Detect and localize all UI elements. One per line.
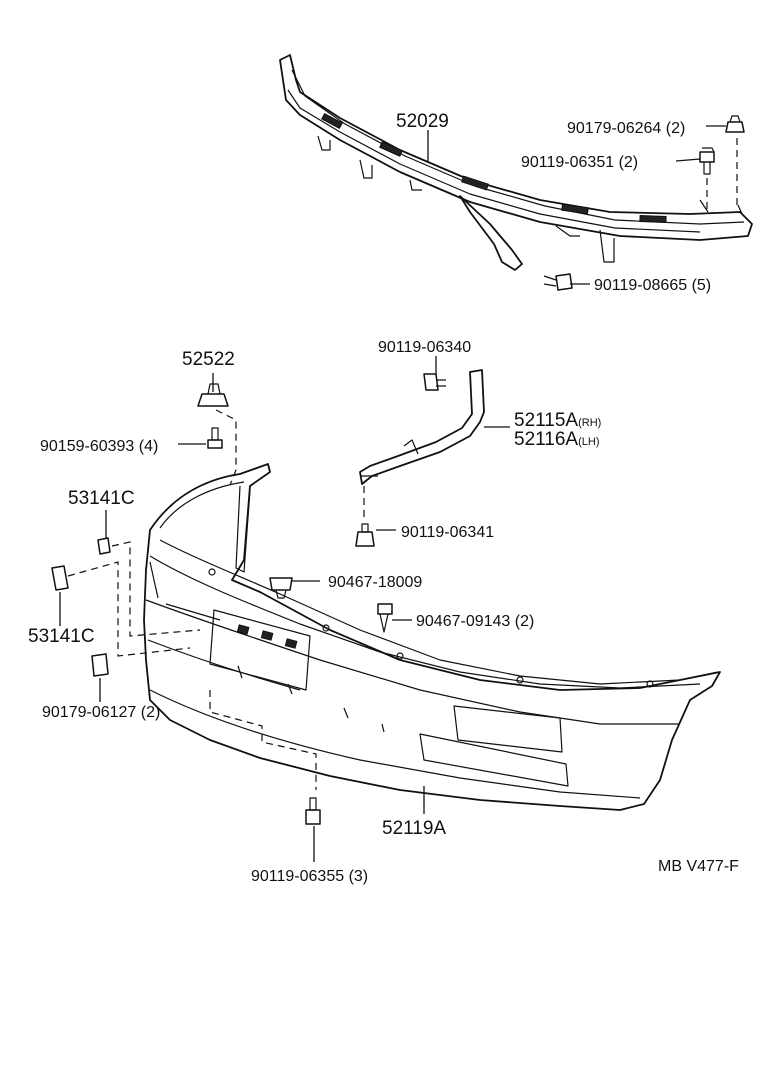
label-bolt-bottom: 90119-06355 (3) [251, 868, 368, 885]
leader-lines [59, 125, 726, 862]
cover-upper-icon[interactable] [97, 537, 111, 555]
nut-top-icon[interactable] [725, 115, 745, 133]
bolt-bracket-icon[interactable] [423, 373, 446, 391]
nut-left-icon[interactable] [91, 653, 109, 677]
label-bumper-cover: 52119A [382, 818, 446, 839]
bumper-reinforcement[interactable] [279, 54, 753, 271]
bolt-beam-icon[interactable] [543, 273, 573, 291]
label-nut-left: 90179-06127 (2) [42, 704, 160, 721]
beam-slots [321, 112, 667, 223]
clip-2-icon[interactable] [377, 603, 393, 633]
label-bolt-top-1: 90119-06351 (2) [521, 154, 638, 171]
label-cover-lower: 53141C [28, 626, 95, 647]
bolt-top-icon[interactable] [699, 147, 715, 175]
bolt-bottom-icon[interactable] [305, 797, 321, 825]
label-bolt-left: 90159-60393 (4) [40, 438, 158, 455]
label-bolt-mid: 90119-06341 [401, 524, 494, 541]
label-bracket-rh: 52115A(RH) [514, 410, 601, 431]
label-bracket-lh: 52116A(LH) [514, 429, 600, 450]
reference-code: MB V477-F [658, 858, 739, 875]
bolt-mid-icon[interactable] [355, 523, 375, 547]
label-bolt-bracket: 90119-06340 [378, 339, 471, 356]
label-clip-1: 90467-18009 [328, 574, 422, 591]
label-nut-top: 90179-06264 (2) [567, 120, 685, 137]
bumper-bracket[interactable] [359, 369, 485, 485]
label-reinforcement: 52029 [396, 111, 449, 132]
clip-1-icon[interactable] [269, 577, 293, 599]
label-bolt-top-2: 90119-08665 (5) [594, 277, 711, 294]
support-nut-icon[interactable] [197, 383, 229, 407]
cover-lower-icon[interactable] [51, 565, 69, 591]
bumper-cover[interactable] [143, 463, 721, 811]
label-cover-upper: 53141C [68, 488, 135, 509]
bolt-left-icon[interactable] [207, 427, 223, 449]
label-support-nut: 52522 [182, 349, 235, 370]
label-clip-2: 90467-09143 (2) [416, 613, 534, 630]
